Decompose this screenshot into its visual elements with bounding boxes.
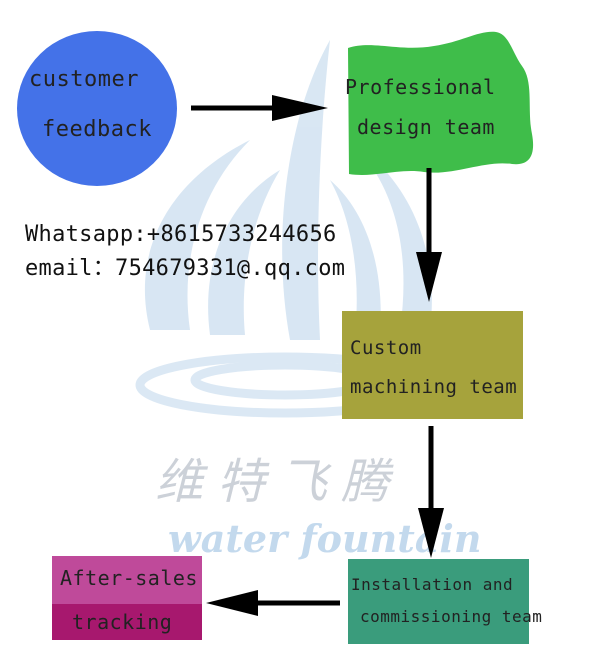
fountain-jet-left-2	[208, 170, 280, 335]
after-sales-line1: After-sales	[60, 566, 198, 590]
install-team-line2: commissioning team	[360, 607, 543, 626]
arrowhead-machining-to-install	[418, 508, 444, 558]
machining-team-line2: machining team	[350, 376, 518, 398]
professional-design-team-node: Professional design team	[344, 30, 539, 178]
whatsapp-contact: Whatsapp:+8615733244656	[25, 222, 337, 247]
after-sales-tracking-node-bottom: tracking	[52, 604, 202, 640]
installation-commissioning-team-node: Installation and commissioning team	[348, 559, 542, 644]
fountain-jet-left	[144, 140, 250, 330]
custom-machining-team-node: Custom machining team	[342, 311, 523, 419]
machining-team-line1: Custom	[350, 337, 422, 359]
customer-feedback-node: customer feedback	[17, 31, 177, 186]
design-team-line2: design team	[357, 115, 495, 139]
arrowhead-feedback-to-design	[272, 95, 328, 121]
email-contact: email：754679331@.qq.com	[25, 256, 346, 281]
watermark-chinese-text: 维特飞腾	[155, 454, 403, 510]
fountain-jet-center	[282, 40, 330, 340]
fountain-jet-right	[350, 140, 432, 330]
customer-feedback-line1: customer	[29, 67, 139, 92]
arrowhead-design-to-machining	[416, 252, 442, 302]
contact-info: Whatsapp:+8615733244656 email：754679331@…	[25, 218, 345, 286]
after-sales-line2: tracking	[72, 610, 173, 634]
customer-feedback-line2: feedback	[42, 117, 152, 142]
fountain-jet-right-2	[330, 180, 381, 335]
arrowhead-install-to-aftersales	[206, 590, 258, 616]
design-team-line1: Professional	[345, 75, 496, 99]
after-sales-tracking-node-top: After-sales	[52, 556, 202, 604]
design-blob-shape	[348, 31, 534, 175]
install-team-line1: Installation and	[351, 575, 514, 594]
